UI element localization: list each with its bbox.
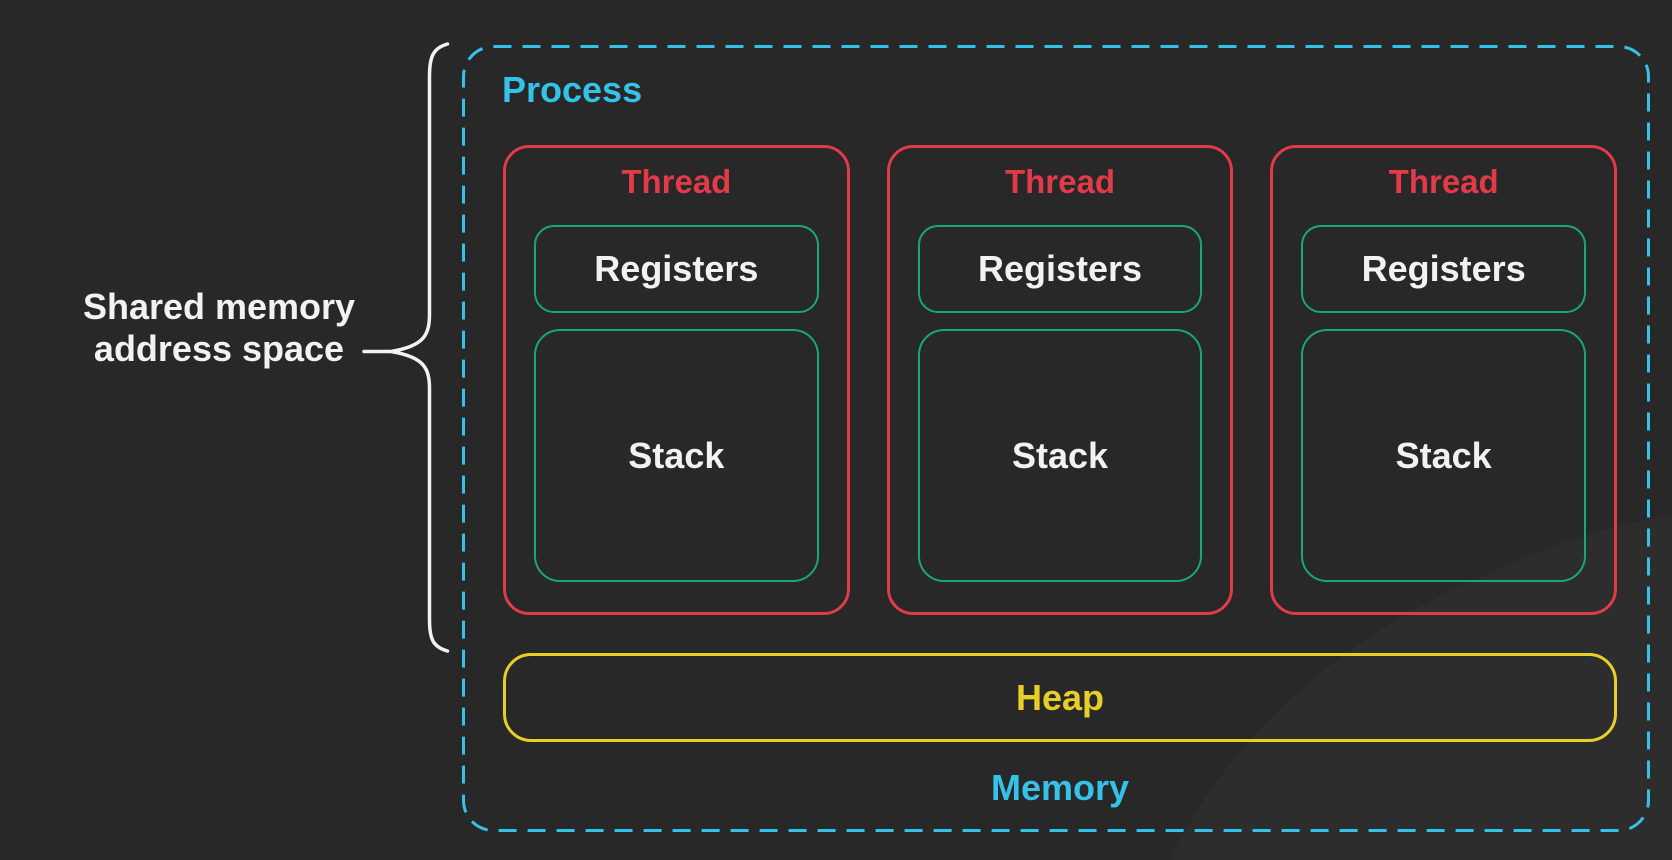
stack-box: Stack — [917, 329, 1203, 582]
registers-box: Registers — [1301, 225, 1587, 313]
registers-label: Registers — [594, 248, 759, 289]
shared-memory-annotation: Shared memory address space — [58, 286, 380, 370]
memory-label: Memory — [990, 767, 1130, 808]
stack-label: Stack — [1395, 434, 1492, 476]
thread-box-3: Thread Registers Stack — [1270, 145, 1618, 615]
heap-label: Heap — [1015, 676, 1105, 718]
thread-label: Thread — [1004, 163, 1116, 200]
process-label: Process — [502, 69, 643, 110]
thread-label: Thread — [1388, 163, 1499, 200]
registers-label: Registers — [977, 248, 1143, 289]
thread-box-1: Thread Registers Stack — [503, 145, 850, 615]
annotation-line-1: Shared memory — [82, 286, 356, 327]
heap-box: Heap — [503, 653, 1617, 742]
registers-box: Registers — [534, 225, 819, 313]
process-box: Process Thread Registers Stack Thread Re… — [462, 45, 1650, 832]
registers-box: Registers — [917, 225, 1203, 313]
stack-label: Stack — [1011, 434, 1109, 476]
stack-box: Stack — [1301, 329, 1587, 582]
thread-box-2: Thread Registers Stack — [886, 145, 1234, 615]
stack-label: Stack — [628, 434, 725, 476]
process-dashed-border — [462, 45, 1650, 832]
registers-label: Registers — [1361, 248, 1526, 289]
annotation-line-2: address space — [93, 328, 345, 369]
stack-box: Stack — [534, 329, 819, 582]
threads-row: Thread Registers Stack Thread Registers … — [503, 145, 1618, 615]
thread-label: Thread — [621, 163, 732, 200]
process-border-rect — [462, 45, 1650, 832]
